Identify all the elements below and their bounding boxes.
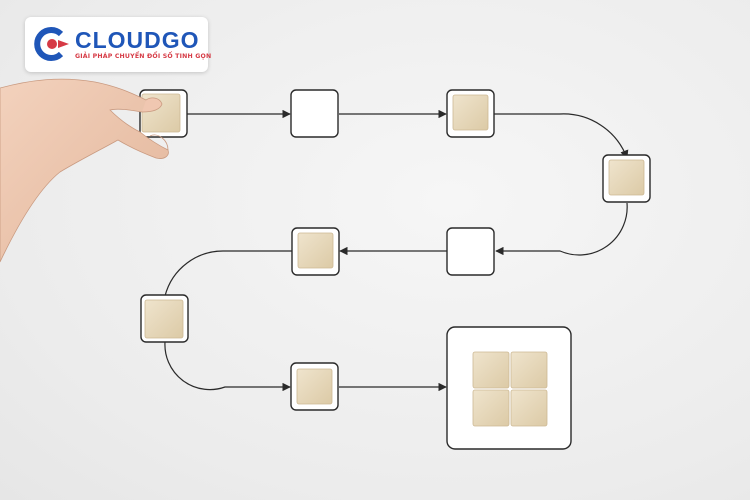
block-final-d [510,389,548,427]
block-4 [608,159,645,196]
flow-connectors [164,109,629,392]
cloudgo-logo-icon [34,27,69,61]
wooden-blocks [141,93,645,427]
node-5 [446,227,495,276]
connector-3 [494,113,629,159]
hand-illustration [0,78,169,263]
block-8 [296,368,333,405]
block-7 [144,299,184,339]
block-final-b [510,351,548,389]
brand-tagline: GIẢI PHÁP CHUYỂN ĐỔI SỐ TINH GỌN [75,53,212,60]
block-final-c [472,389,510,427]
block-3 [452,94,489,131]
block-6 [297,232,334,269]
block-final-a [472,351,510,389]
connector-7 [164,341,291,392]
brand-logo: CLOUDGO GIẢI PHÁP CHUYỂN ĐỔI SỐ TINH GỌN [25,17,212,72]
final-node [446,326,572,450]
brand-name: CLOUDGO [75,27,200,53]
node-2 [290,89,339,138]
connector-6 [164,250,292,297]
connector-4 [495,202,628,256]
flow-nodes [139,89,651,450]
